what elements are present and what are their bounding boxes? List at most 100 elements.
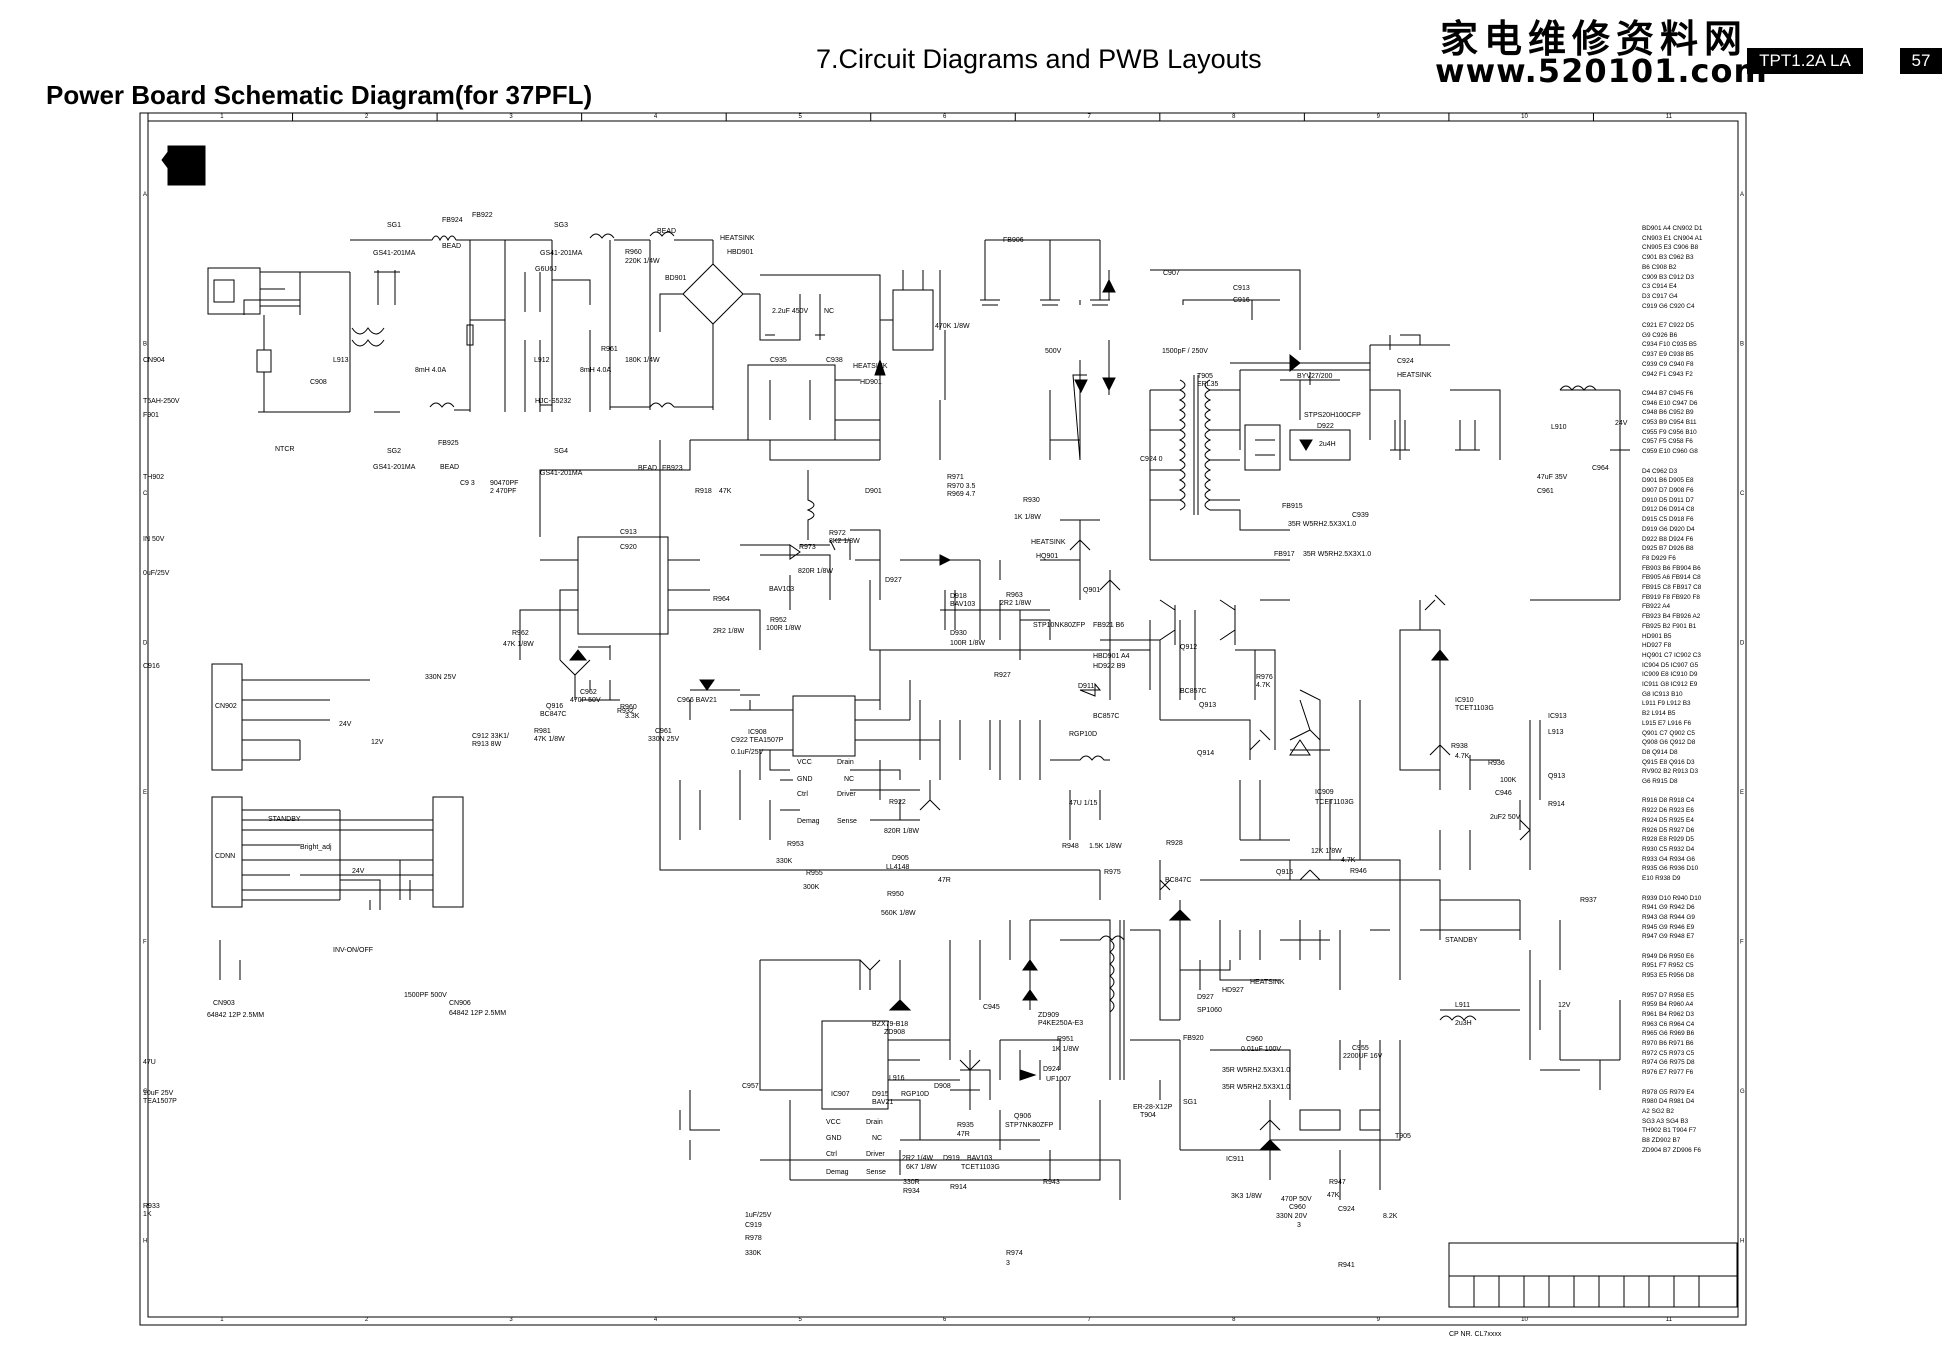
- schematic-label: T5AH-250V: [143, 398, 180, 405]
- grid-column-label: 2: [365, 1317, 369, 1323]
- component-index-row: R930 C5 R932 D4: [1642, 846, 1695, 853]
- connector-cdnn: [211, 796, 243, 908]
- schematic-label: T904: [1140, 1112, 1156, 1119]
- schematic-label: L916: [889, 1075, 905, 1082]
- schematic-label: CDNN: [215, 853, 236, 860]
- schematic-label: HEATSINK: [853, 363, 888, 370]
- schematic-label: 100K: [1500, 777, 1517, 784]
- title-block: [1448, 1242, 1738, 1308]
- grid-row-label: G: [143, 1089, 148, 1095]
- schematic-label: R973: [799, 544, 816, 551]
- schematic-label: D927: [885, 577, 902, 584]
- component-index-row: R949 D6 R950 E6: [1642, 952, 1694, 960]
- schematic-label: C912 33K1/: [472, 733, 509, 740]
- schematic-label: F901: [143, 412, 159, 419]
- schematic-label: 35R W5RH2.5X3X1.0: [1303, 551, 1372, 558]
- schematic-label: BC847C: [1165, 877, 1192, 884]
- schematic-label: Drain: [866, 1119, 883, 1126]
- component-index-row: R961 B4 R962 D3: [1642, 1010, 1694, 1018]
- schematic-label: 100R 1/8W: [950, 640, 986, 647]
- component-index-row: C959 E10 C960 G8: [1642, 448, 1698, 456]
- schematic-label: D919: [943, 1155, 960, 1162]
- schematic-label: R934: [903, 1188, 920, 1195]
- schematic-label: C966 BAV21: [677, 697, 717, 704]
- schematic-label: R975: [1104, 869, 1121, 876]
- grid-column-label: 11: [1666, 1317, 1673, 1323]
- grid-column-label: 10: [1521, 114, 1528, 120]
- schematic-label: D924: [1043, 1066, 1060, 1073]
- schematic-label: 47R: [938, 877, 951, 884]
- component-index-row: D3 C917 G4: [1642, 292, 1678, 300]
- schematic-label: 12V: [371, 739, 384, 746]
- component-index-row: F8 D929 F6: [1642, 554, 1676, 562]
- schematic-label: BD901: [665, 275, 687, 282]
- schematic-label: 4.7K: [1455, 753, 1470, 760]
- schematic-label: 820R 1/8W: [884, 828, 920, 835]
- schematic-label: STPS20H100CFP: [1304, 412, 1361, 419]
- schematic-label: 8.2K: [1383, 1213, 1398, 1220]
- component-index-row: R976 E7 R977 F6: [1642, 1069, 1694, 1077]
- component-index-row: [1642, 787, 1782, 797]
- component-index-row: C946 E10 C947 D6: [1642, 399, 1698, 407]
- section-title: 7.Circuit Diagrams and PWB Layouts: [816, 44, 1262, 74]
- schematic-label: 6K7 1/8W: [906, 1164, 937, 1171]
- schematic-label: Q914: [1197, 750, 1215, 757]
- grid-column-label: 7: [1088, 114, 1092, 120]
- schematic-label: 330N 25V: [425, 674, 457, 681]
- component-index-row: C939 C9 C940 F8: [1642, 360, 1694, 368]
- grid-row-label: C: [1740, 491, 1745, 497]
- schematic-label: C960: [1246, 1036, 1263, 1043]
- component-index-row: R924 D5 R925 E4: [1642, 816, 1694, 824]
- component-index-row: SG3 A3 SG4 B3: [1642, 1117, 1689, 1125]
- schematic-label: GS41-201MA: [373, 464, 416, 471]
- component-index-row: R916 D8 R918 C4: [1642, 797, 1695, 805]
- ac-inlet-connector: [207, 267, 261, 315]
- schematic-label: TCET1103G: [1315, 799, 1354, 806]
- grid-column-label: 1: [220, 114, 224, 120]
- schematic-label: C913: [1233, 285, 1250, 292]
- schematic-label: FB906: [1003, 237, 1024, 244]
- schematic-label: Demag: [797, 818, 820, 825]
- schematic-label: GND: [797, 776, 813, 783]
- schematic-label: 0.01uF 100V: [1241, 1046, 1282, 1053]
- schematic-label: 0uF/25V: [143, 570, 170, 577]
- schematic-label: D908: [934, 1083, 951, 1090]
- component-index-row: L915 E7 L916 F6: [1642, 719, 1692, 727]
- grid-row-label: A: [143, 192, 147, 198]
- schematic-label: 100R 1/8W: [766, 625, 802, 632]
- schematic-label: SP1060: [1197, 1007, 1222, 1014]
- page-number: 57: [1900, 48, 1942, 74]
- schematic-label: C924 0: [1140, 456, 1163, 463]
- schematic-label: BEAD: [638, 465, 658, 472]
- corner-marker: [161, 145, 206, 186]
- schematic-label: FB923: [662, 465, 683, 472]
- schematic-label: C922 TEA1507P: [731, 737, 784, 744]
- component-index-row: R939 D10 R940 D10: [1642, 894, 1702, 902]
- schematic-label: BAV21: [872, 1099, 894, 1106]
- schematic-label: R955: [806, 870, 823, 877]
- component-index-row: IC909 E8 IC910 D9: [1642, 671, 1698, 679]
- schematic-label: R943: [1043, 1179, 1060, 1186]
- schematic-label: CN902: [215, 703, 237, 710]
- wiring: [207, 231, 1630, 561]
- grid-row-label: E: [1740, 790, 1744, 796]
- schematic-label: Q912: [1180, 644, 1198, 651]
- schematic-label: Driver: [866, 1151, 885, 1158]
- schematic-label: Ctrl: [826, 1151, 837, 1158]
- schematic-label: Sense: [837, 818, 857, 825]
- component-index-row: TH902 B1 T904 F7: [1642, 1127, 1697, 1135]
- grid-row-label: F: [143, 939, 147, 945]
- grid-column-label: 5: [798, 1317, 802, 1323]
- component-index-row: FB905 A6 FB914 C8: [1642, 574, 1701, 582]
- schematic-label: Q906: [1014, 1113, 1032, 1120]
- grid-row-label: C: [143, 491, 148, 497]
- schematic-label: Q915: [1276, 869, 1294, 876]
- schematic-label: 35R W5RH2.5X3X1.0: [1288, 521, 1357, 528]
- connector-cn902: [211, 663, 243, 771]
- schematic-label: R962: [512, 630, 529, 637]
- schematic-label: C913: [620, 529, 637, 536]
- component-index-row: R959 B4 R960 A4: [1642, 1001, 1694, 1009]
- component-index-row: R943 G8 R944 G9: [1642, 913, 1695, 921]
- schematic-label: HEATSINK: [720, 235, 755, 242]
- schematic-label: R928: [1166, 840, 1183, 847]
